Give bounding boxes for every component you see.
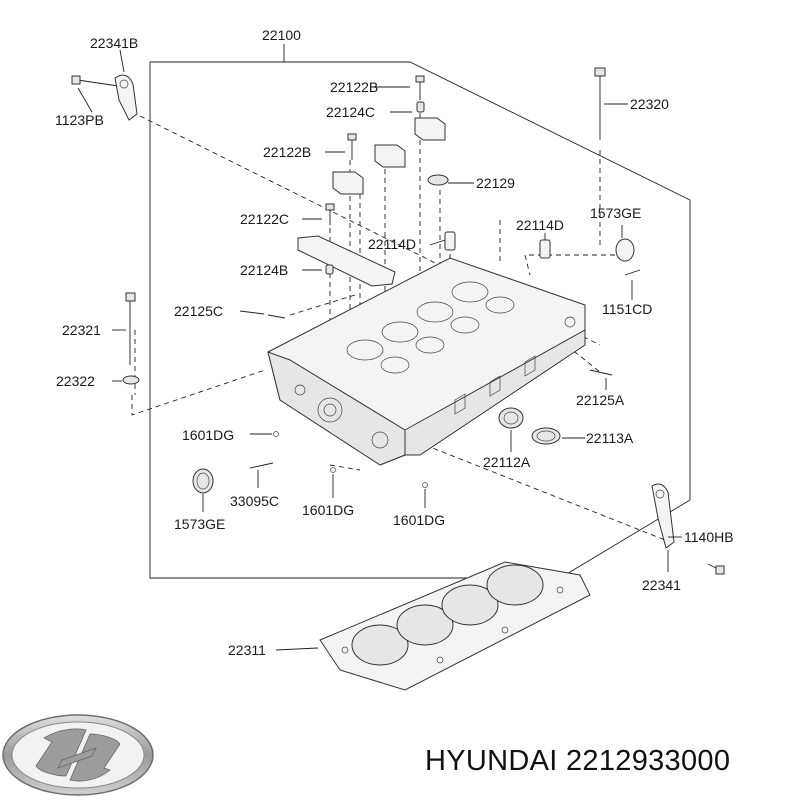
callout-33095c: 33095C xyxy=(230,493,279,509)
callout-1573ge-bottom: 1573GE xyxy=(174,516,225,532)
callout-22129: 22129 xyxy=(476,175,515,191)
callout-labels: 22100 22341B 1123PB 22122B 22124C 22320 … xyxy=(55,27,734,658)
callout-22113a: 22113A xyxy=(586,430,634,446)
callout-22341b: 22341B xyxy=(90,35,138,51)
cylinder-head xyxy=(267,257,586,466)
callout-22341: 22341 xyxy=(642,577,681,593)
callout-1573ge-top: 1573GE xyxy=(590,205,641,221)
callout-22125c: 22125C xyxy=(174,303,223,319)
callout-1151cd: 1151CD xyxy=(602,301,652,317)
leader-lines xyxy=(77,49,682,651)
callout-22100: 22100 xyxy=(262,27,301,43)
head-gasket xyxy=(319,561,591,691)
callout-22122b-top: 22122B xyxy=(330,79,378,95)
lifters xyxy=(427,174,635,262)
part-number: 2212933000 xyxy=(565,745,731,777)
callout-1601dg-right: 1601DG xyxy=(393,512,445,528)
callout-1140hb: 1140HB xyxy=(684,529,734,545)
callout-22124c-top: 22124C xyxy=(326,104,375,120)
callout-22322: 22322 xyxy=(56,373,95,389)
brand-part-number: HYUNDAI 2212933000 xyxy=(425,745,730,778)
callout-22321: 22321 xyxy=(62,322,101,338)
brand-name: HYUNDAI xyxy=(425,745,558,777)
callout-1601dg-left: 1601DG xyxy=(182,427,234,443)
callout-1601dg-mid: 1601DG xyxy=(302,502,354,518)
callout-22125a: 22125A xyxy=(576,392,625,408)
callout-22320: 22320 xyxy=(630,96,669,112)
callout-22114d-right: 22114D xyxy=(516,217,564,233)
callout-22114d-left: 22114D xyxy=(368,236,416,252)
camshaft-caps xyxy=(297,117,446,287)
callout-22124b: 22124B xyxy=(240,262,288,278)
callout-1123pb: 1123PB xyxy=(55,112,104,128)
bolts xyxy=(71,67,725,575)
engine-hangers xyxy=(114,74,675,549)
callout-22122c: 22122C xyxy=(240,211,289,227)
seals xyxy=(192,407,561,494)
hyundai-logo-icon xyxy=(2,714,154,796)
callout-22112a: 22112A xyxy=(483,454,531,470)
callout-22122b-mid: 22122B xyxy=(263,144,311,160)
assembly-frame xyxy=(149,44,691,579)
callout-22311: 22311 xyxy=(228,642,266,658)
